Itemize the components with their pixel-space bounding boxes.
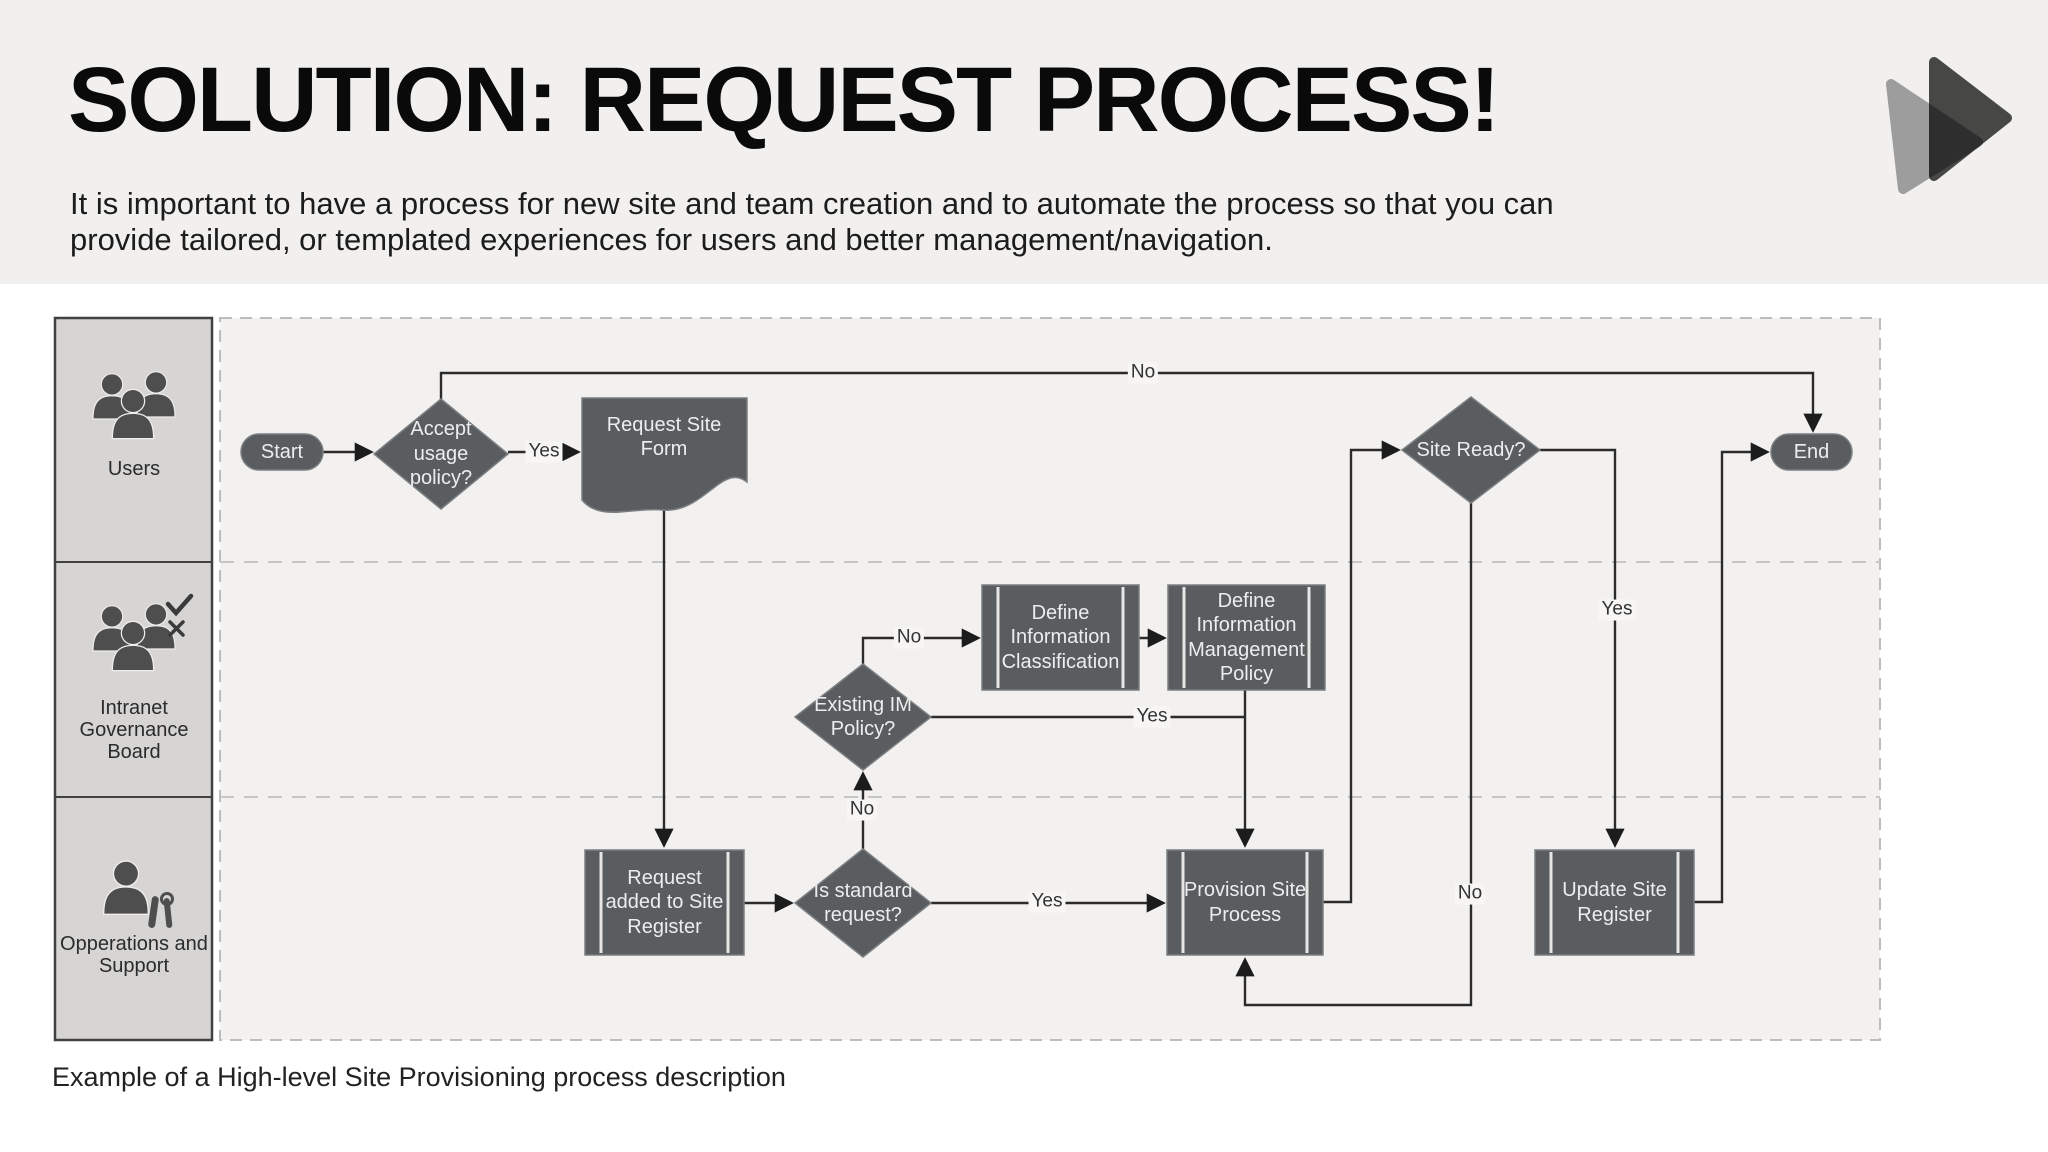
lane-label-intranet-governance-board: Intranet Governance Board — [79, 697, 189, 763]
play-triangles-logo-icon — [1886, 57, 2012, 194]
node-define-information-classification: Define Information Classification — [1001, 601, 1120, 673]
slide-caption: Example of a High-level Site Provisionin… — [52, 1062, 786, 1092]
node-existing-im-policy: Existing IM Policy? — [814, 693, 912, 740]
edge-label-standard-no: No — [846, 799, 878, 821]
node-start-shape — [240, 433, 324, 471]
node-provision-site-process-shape — [1166, 849, 1324, 956]
operations-support-icon — [103, 860, 174, 928]
node-start: Start — [260, 440, 304, 463]
node-site-ready: Site Ready? — [1416, 438, 1526, 461]
edge-label-standard-yes: Yes — [1028, 891, 1066, 913]
node-update-site-register: Update Site Register — [1562, 879, 1667, 926]
node-is-standard-request: Is standard request? — [813, 879, 913, 926]
node-accept-usage-shape — [372, 398, 510, 510]
node-accept-usage-policy: Accept usage policy? — [409, 418, 473, 490]
flow-node-shapes — [240, 396, 1853, 958]
node-define-information-management-policy: Define Information Management Policy — [1188, 589, 1305, 685]
edge-label-accept-yes: Yes — [525, 441, 563, 463]
edge-label-site-ready-yes: Yes — [1598, 599, 1636, 621]
subtitle-line-1: It is important to have a process for ne… — [70, 186, 1554, 221]
subtitle-line-2: provide tailored, or templated experienc… — [70, 222, 1273, 257]
node-define-info-classification-shape — [981, 584, 1140, 691]
node-existing-im-policy-shape — [793, 663, 933, 771]
node-is-standard-request-shape — [793, 848, 933, 958]
lane-label-operations-and-support: Opperations and Support — [60, 933, 208, 977]
flow-edges — [323, 371, 1823, 1007]
edge-label-site-ready-no: No — [1454, 883, 1486, 905]
lane-label-users: Users — [107, 458, 161, 480]
node-request-added-to-site-register: Request added to Site Register — [605, 866, 724, 938]
node-define-info-mgmt-policy-shape — [1167, 584, 1326, 691]
node-site-ready-shape — [1400, 396, 1542, 504]
governance-approval-icon — [92, 593, 194, 672]
node-end-shape — [1770, 433, 1853, 471]
slide-title: SOLUTION: REQUEST PROCESS! — [68, 49, 1500, 151]
edge-label-accept-no: No — [1127, 362, 1159, 384]
node-request-site-form: Request Site Form — [606, 413, 722, 460]
edge-label-existing-no: No — [893, 627, 925, 649]
node-request-added-register-shape — [584, 849, 745, 956]
node-request-site-form-shape — [581, 397, 748, 513]
node-update-site-register-shape — [1534, 849, 1695, 956]
node-end: End — [1793, 440, 1830, 463]
node-provision-site-process: Provision Site Process — [1183, 879, 1307, 926]
header-band — [0, 0, 2048, 284]
edge-label-existing-yes: Yes — [1133, 706, 1171, 728]
slide-subtitle: It is important to have a process for ne… — [70, 186, 1554, 258]
